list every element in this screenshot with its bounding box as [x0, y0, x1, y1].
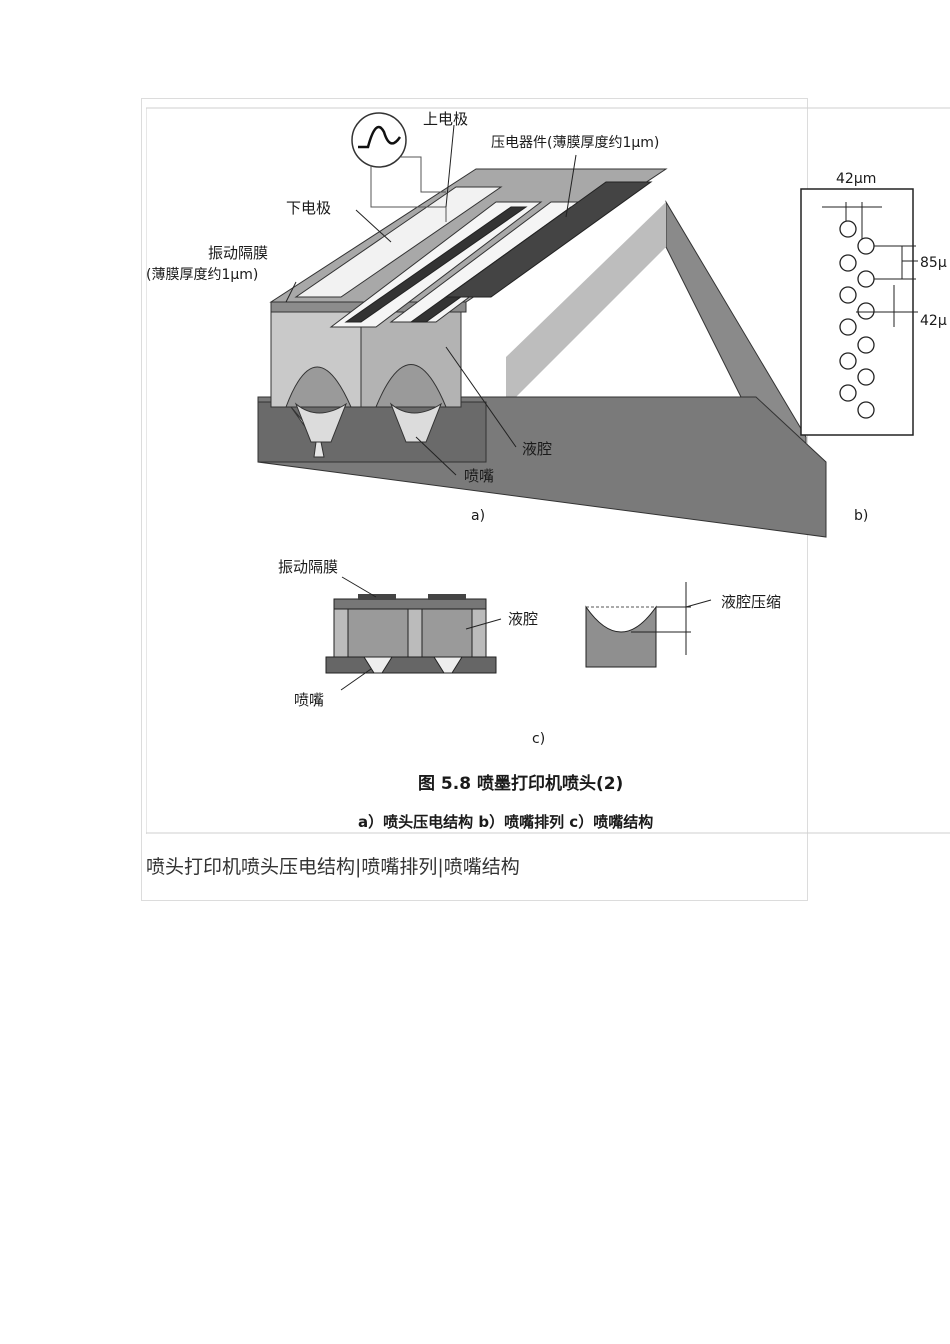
label-nozzle-pitch: 85μ [920, 255, 947, 271]
label-nozzle-c: 喷嘴 [294, 691, 324, 709]
sub-label-a: a) [471, 508, 485, 524]
label-chamber-c: 液腔 [508, 610, 538, 628]
label-nozzle-width: 42μm [836, 171, 876, 187]
label-bottom-electrode: 下电极 [286, 199, 331, 217]
label-diaphragm-a2: (薄膜厚度约1μm) [146, 267, 258, 283]
label-nozzle-offset: 42μ [920, 313, 947, 329]
label-top-electrode: 上电极 [423, 110, 468, 128]
label-diaphragm-c: 振动隔膜 [278, 558, 338, 576]
nozzle-figure: 上电极 压电器件(薄膜厚度约1μm) 下电极 振动隔膜 (薄膜厚度约1μm) 液… [146, 107, 950, 834]
sub-label-b: b) [854, 508, 868, 524]
figure-subtitle: a）喷头压电结构 b）喷嘴排列 c）喷嘴结构 [358, 813, 653, 831]
image-caption: 喷头打印机喷头压电结构|喷嘴排列|喷嘴结构 [146, 856, 520, 878]
sub-label-c: c) [532, 731, 545, 747]
label-nozzle-a: 喷嘴 [464, 467, 494, 485]
diagram-c: 振动隔膜 液腔 喷嘴 液腔压缩 c) [278, 558, 781, 747]
figure-title: 图 5.8 喷墨打印机喷头(2) [418, 773, 623, 794]
label-chamber-a: 液腔 [522, 440, 552, 458]
diagram-a: 上电极 压电器件(薄膜厚度约1μm) 下电极 振动隔膜 (薄膜厚度约1μm) 液… [146, 110, 827, 538]
label-compress: 液腔压缩 [721, 593, 781, 611]
label-diaphragm-a1: 振动隔膜 [208, 244, 268, 262]
diagram-b: 42μm 85μ 42μ b) [800, 107, 950, 524]
label-piezo: 压电器件(薄膜厚度约1μm) [491, 135, 659, 151]
